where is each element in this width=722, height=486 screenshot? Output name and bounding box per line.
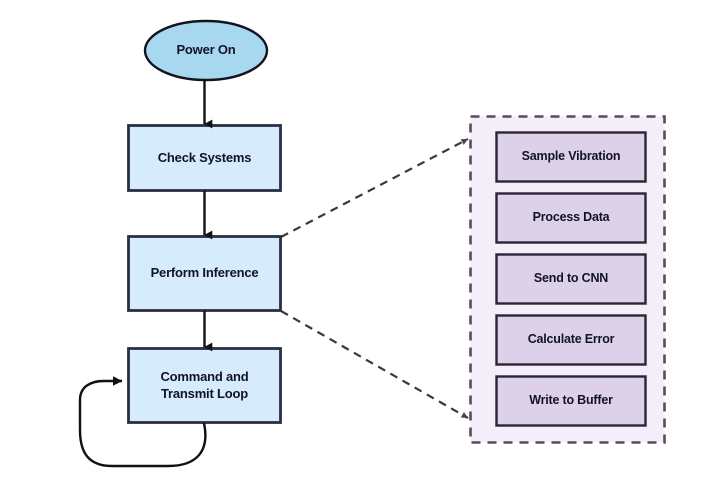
subgroup-step-box-1[interactable] xyxy=(495,131,647,183)
start-node-ellipse[interactable] xyxy=(143,19,269,82)
self-loop-arrow xyxy=(78,376,207,468)
subgroup-step-box-4[interactable] xyxy=(495,314,647,366)
subgroup-step-box-5[interactable] xyxy=(495,375,647,427)
subgroup-step-box-2[interactable] xyxy=(495,192,647,244)
process-box-command-transmit-loop[interactable] xyxy=(127,347,282,424)
subgroup-step-box-3[interactable] xyxy=(495,253,647,305)
callout-line-top xyxy=(280,138,469,238)
process-box-check-systems[interactable] xyxy=(127,124,282,192)
callout-line-bottom xyxy=(280,310,469,419)
process-box-perform-inference[interactable] xyxy=(127,235,282,312)
